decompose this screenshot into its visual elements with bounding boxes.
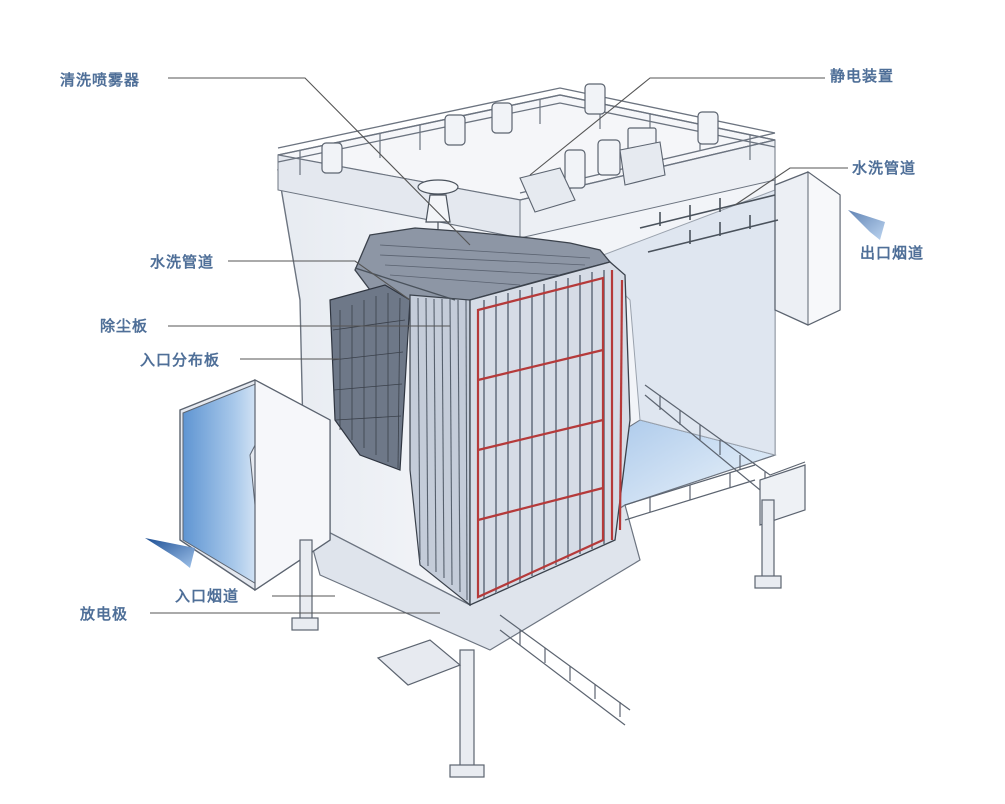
collector-plates: [409, 294, 471, 607]
label-discharge-electrode: 放电极: [80, 605, 129, 623]
support-legs: [291, 499, 782, 778]
front-stair: [499, 614, 631, 726]
label-wash-pipe-left: 水洗管道: [150, 253, 215, 271]
inlet-distribution-plate: [329, 284, 411, 471]
label-static-device: 静电装置: [830, 67, 895, 85]
wash-pipes-right: [639, 194, 779, 253]
label-wash-pipe-right: 水洗管道: [852, 159, 917, 177]
leader-lines: [150, 77, 848, 614]
inlet-duct: [179, 379, 331, 592]
electrode-red-frame: [476, 270, 624, 599]
outlet-flow-arrow: [848, 210, 885, 240]
distribution-grid: [332, 293, 406, 469]
label-outlet-duct: 出口烟道: [860, 244, 925, 262]
label-spray: 清洗喷雾器: [60, 71, 141, 89]
inlet-flow-arrow: [145, 538, 195, 568]
bottom-walkway: [624, 464, 756, 521]
roof-insulators: [321, 83, 719, 189]
spray-device: [417, 179, 459, 245]
label-inlet-distribution-plate: 入口分布板: [140, 351, 221, 369]
label-collector-plate: 除尘板: [100, 317, 149, 335]
label-inlet-duct: 入口烟道: [175, 587, 240, 605]
base-plinth: [376, 639, 462, 686]
collector-plate-lines: [417, 297, 468, 601]
electrode-top-hatch: [379, 244, 591, 286]
roof-boxes: [519, 141, 666, 213]
outlet-duct: [774, 171, 841, 326]
